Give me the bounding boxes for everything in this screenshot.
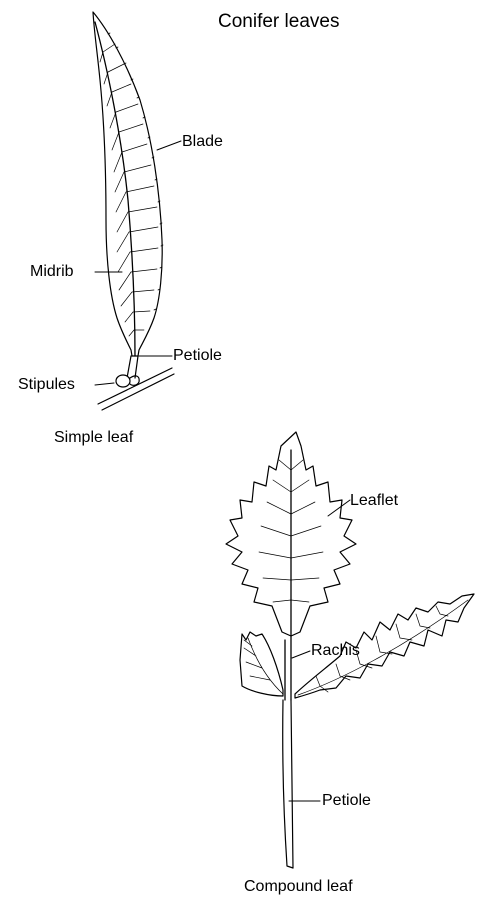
simple-leaf-caption: Simple leaf — [54, 429, 133, 447]
stipules-leader — [95, 383, 114, 385]
simple-leaf-blade-outline — [93, 12, 162, 356]
rachis-label: Rachis — [311, 642, 360, 660]
leaflet-label: Leaflet — [350, 492, 398, 510]
compound-petiole-line — [283, 700, 293, 868]
diagram-title: Conifer leaves — [218, 11, 339, 33]
petiole-simple-label: Petiole — [173, 347, 222, 365]
petiole-compound-label: Petiole — [322, 792, 371, 810]
compound-leaf-caption: Compound leaf — [244, 878, 353, 896]
midrib-label: Midrib — [30, 263, 74, 281]
rachis-leader — [292, 651, 310, 658]
simple-leaf-stipule — [116, 375, 130, 387]
blade-label: Blade — [182, 133, 223, 151]
simple-leaf-drawing — [93, 12, 174, 410]
stipules-label: Stipules — [18, 376, 75, 394]
simple-leaf-petiole-stalk — [127, 356, 138, 378]
blade-leader — [157, 141, 181, 150]
